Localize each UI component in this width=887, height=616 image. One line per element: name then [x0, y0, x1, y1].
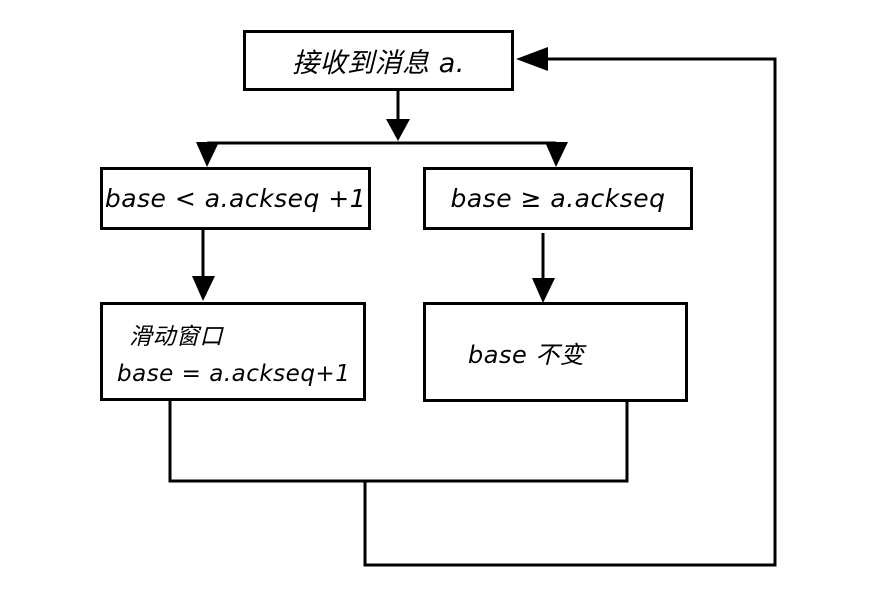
arrowhead-left-into-receive-icon — [516, 47, 548, 71]
receive-message-label: 接收到消息 a. — [292, 48, 465, 79]
node-receive-message: 接收到消息 a. — [243, 30, 514, 91]
edge-merge-connector — [168, 401, 629, 483]
arrowhead-down-slide-action-icon — [192, 276, 215, 301]
arrowhead-down-branch-icon — [386, 119, 410, 141]
arrowhead-down-keep-action-icon — [532, 278, 555, 303]
edge-loop-back — [363, 57, 777, 567]
arrowhead-down-left-condition-icon — [196, 142, 219, 167]
node-condition-base-less-than-ackseq: base < a.ackseq +1 — [100, 167, 371, 230]
action-slide-window-formula: base = a.ackseq+1 — [117, 360, 351, 387]
condition-slide-label: base < a.ackseq +1 — [104, 184, 367, 213]
node-action-base-unchanged: base 不变 — [423, 302, 688, 402]
condition-keep-label: base ≥ a.ackseq — [450, 184, 666, 213]
node-condition-base-geq-ackseq: base ≥ a.ackseq — [423, 167, 693, 230]
action-slide-window-title: 滑动窗口 — [129, 323, 223, 350]
action-base-unchanged-label: base 不变 — [468, 340, 585, 369]
arrowhead-down-right-condition-icon — [545, 142, 568, 167]
node-action-slide-window: 滑动窗口 base = a.ackseq+1 — [100, 302, 366, 401]
